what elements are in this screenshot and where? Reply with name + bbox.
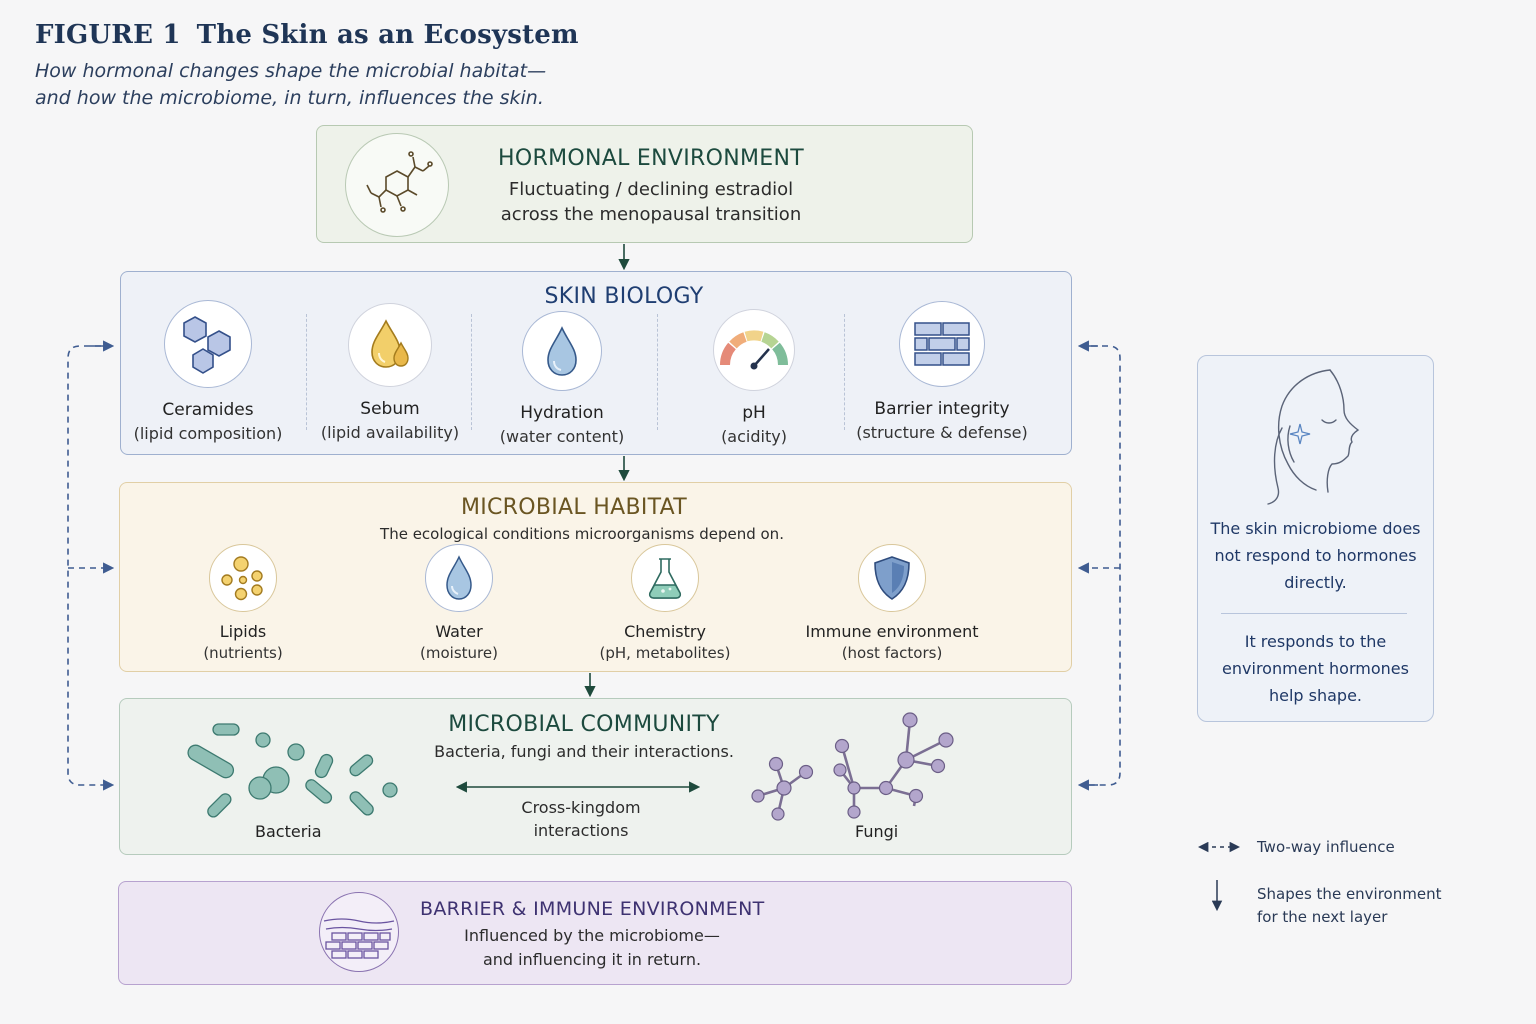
barrier-immune-description: Influenced by the microbiome— and influen… [442, 924, 742, 972]
barrier-line-2: and influencing it in return. [482, 950, 702, 969]
habitat-item-immune: Immune environment (host factors) [802, 544, 982, 662]
skin-item-ph: pH (acidity) [674, 309, 834, 446]
hydration-label: Hydration [520, 403, 604, 423]
side-note-2-line-2: environment hormones [1222, 659, 1409, 678]
cross-kingdom-line-2: interactions [533, 821, 629, 840]
chemistry-label: Chemistry [624, 622, 706, 641]
skin-divider-2 [471, 314, 472, 430]
skin-biology-heading: SKIN BIOLOGY [544, 284, 704, 309]
skin-divider-3 [657, 314, 658, 430]
legend-shapes-line-1: Shapes the environment [1257, 885, 1442, 903]
side-note-2-line-3: help shape. [1268, 686, 1363, 705]
habitat-item-lipids: Lipids (nutrients) [173, 544, 313, 662]
immune-environment-sub: (host factors) [841, 644, 943, 662]
sebum-sub: (lipid availability) [320, 423, 460, 442]
sebum-label: Sebum [360, 399, 420, 419]
figure-number: FIGURE 1 [35, 20, 181, 50]
water-sub: (moisture) [420, 644, 498, 662]
hexagon-cluster-icon [164, 300, 252, 388]
side-note-divider [1221, 613, 1407, 614]
water-drop-icon [425, 544, 493, 612]
ceramides-label: Ceramides [162, 400, 254, 420]
microbial-community-heading: MICROBIAL COMMUNITY [448, 712, 720, 737]
side-note-2-line-1: It responds to the [1244, 632, 1387, 651]
lipids-sub: (nutrients) [203, 644, 283, 662]
barrier-icon-wrap [318, 892, 400, 972]
subtitle-line-1: How hormonal changes shape the microbial… [35, 60, 547, 82]
skin-item-sebum: Sebum (lipid availability) [310, 303, 470, 442]
left-feedback-loop [67, 345, 115, 791]
flask-icon [631, 544, 699, 612]
sparkle-icon [1289, 423, 1311, 445]
right-feedback-loop [1080, 345, 1121, 786]
water-drop-icon [522, 311, 602, 391]
microbial-habitat-subtitle: The ecological conditions microorganisms… [380, 525, 784, 543]
chemistry-sub: (pH, metabolites) [599, 644, 731, 662]
water-label: Water [435, 622, 483, 641]
hormonal-description: Fluctuating / declining estradiol across … [480, 177, 822, 227]
bacteria-label: Bacteria [255, 822, 322, 841]
side-note-1-line-1: The skin microbiome does [1210, 519, 1421, 538]
molecule-structure-icon [345, 133, 449, 237]
oil-drops-icon [348, 303, 432, 387]
subtitle-line-2: and how the microbiome, in turn, influen… [35, 87, 544, 109]
hormonal-icon-wrap [344, 133, 450, 237]
skin-divider-4 [844, 314, 845, 430]
barrier-line-1: Influenced by the microbiome— [464, 926, 720, 945]
side-note-1-line-2: not respond to hormones [1214, 546, 1417, 565]
bacteria-cluster-icon [187, 723, 398, 818]
ph-gauge-icon [713, 309, 795, 391]
face-profile-icon [1267, 369, 1360, 505]
hormonal-line-1: Fluctuating / declining estradiol [508, 179, 794, 200]
lipid-droplets-icon [209, 544, 277, 612]
microbial-habitat-heading: MICROBIAL HABITAT [460, 495, 688, 520]
habitat-item-chemistry: Chemistry (pH, metabolites) [590, 544, 740, 662]
legend-shapes-label: Shapes the environment for the next layer [1257, 883, 1441, 929]
shield-icon [858, 544, 926, 612]
ph-label: pH [742, 403, 766, 423]
figure-title: FIGURE 1 The Skin as an Ecosystem [35, 20, 579, 50]
lipids-label: Lipids [219, 622, 267, 641]
barrier-immune-heading: BARRIER & IMMUNE ENVIRONMENT [420, 898, 765, 920]
habitat-item-water: Water (moisture) [389, 544, 529, 662]
hydration-sub: (water content) [499, 427, 625, 446]
side-note-text-1: The skin microbiome does not respond to h… [1205, 515, 1426, 596]
figure-title-text: The Skin as an Ecosystem [196, 20, 579, 50]
immune-environment-label: Immune environment [805, 622, 979, 641]
barrier-integrity-label: Barrier integrity [874, 399, 1010, 419]
ph-sub: (acidity) [721, 427, 787, 446]
skin-item-ceramides: Ceramides (lipid composition) [128, 300, 288, 443]
skin-item-barrier: Barrier integrity (structure & defense) [852, 301, 1032, 442]
fungi-label: Fungi [855, 822, 899, 841]
cross-kingdom-line-1: Cross-kingdom [521, 798, 641, 817]
skin-layers-icon [319, 892, 399, 972]
legend-two-way-label: Two-way influence [1257, 838, 1395, 856]
ceramides-sub: (lipid composition) [133, 424, 283, 443]
side-note-panel [1197, 355, 1434, 722]
hormonal-heading: HORMONAL ENVIRONMENT [498, 146, 804, 171]
cross-kingdom-label: Cross-kingdom interactions [491, 796, 671, 842]
barrier-immune-panel [118, 881, 1072, 985]
brick-wall-icon [899, 301, 985, 387]
skin-divider-1 [306, 314, 307, 430]
microbial-community-subtitle: Bacteria, fungi and their interactions. [434, 742, 734, 761]
hormonal-line-2: across the menopausal transition [500, 204, 802, 225]
fungi-cluster-icon [751, 712, 954, 821]
figure-subtitle: How hormonal changes shape the microbial… [35, 58, 546, 112]
barrier-integrity-sub: (structure & defense) [856, 423, 1028, 442]
legend-shapes-line-2: for the next layer [1257, 908, 1388, 926]
skin-item-hydration: Hydration (water content) [482, 311, 642, 446]
side-note-1-line-3: directly. [1284, 573, 1347, 592]
side-note-text-2: It responds to the environment hormones he… [1205, 628, 1426, 709]
